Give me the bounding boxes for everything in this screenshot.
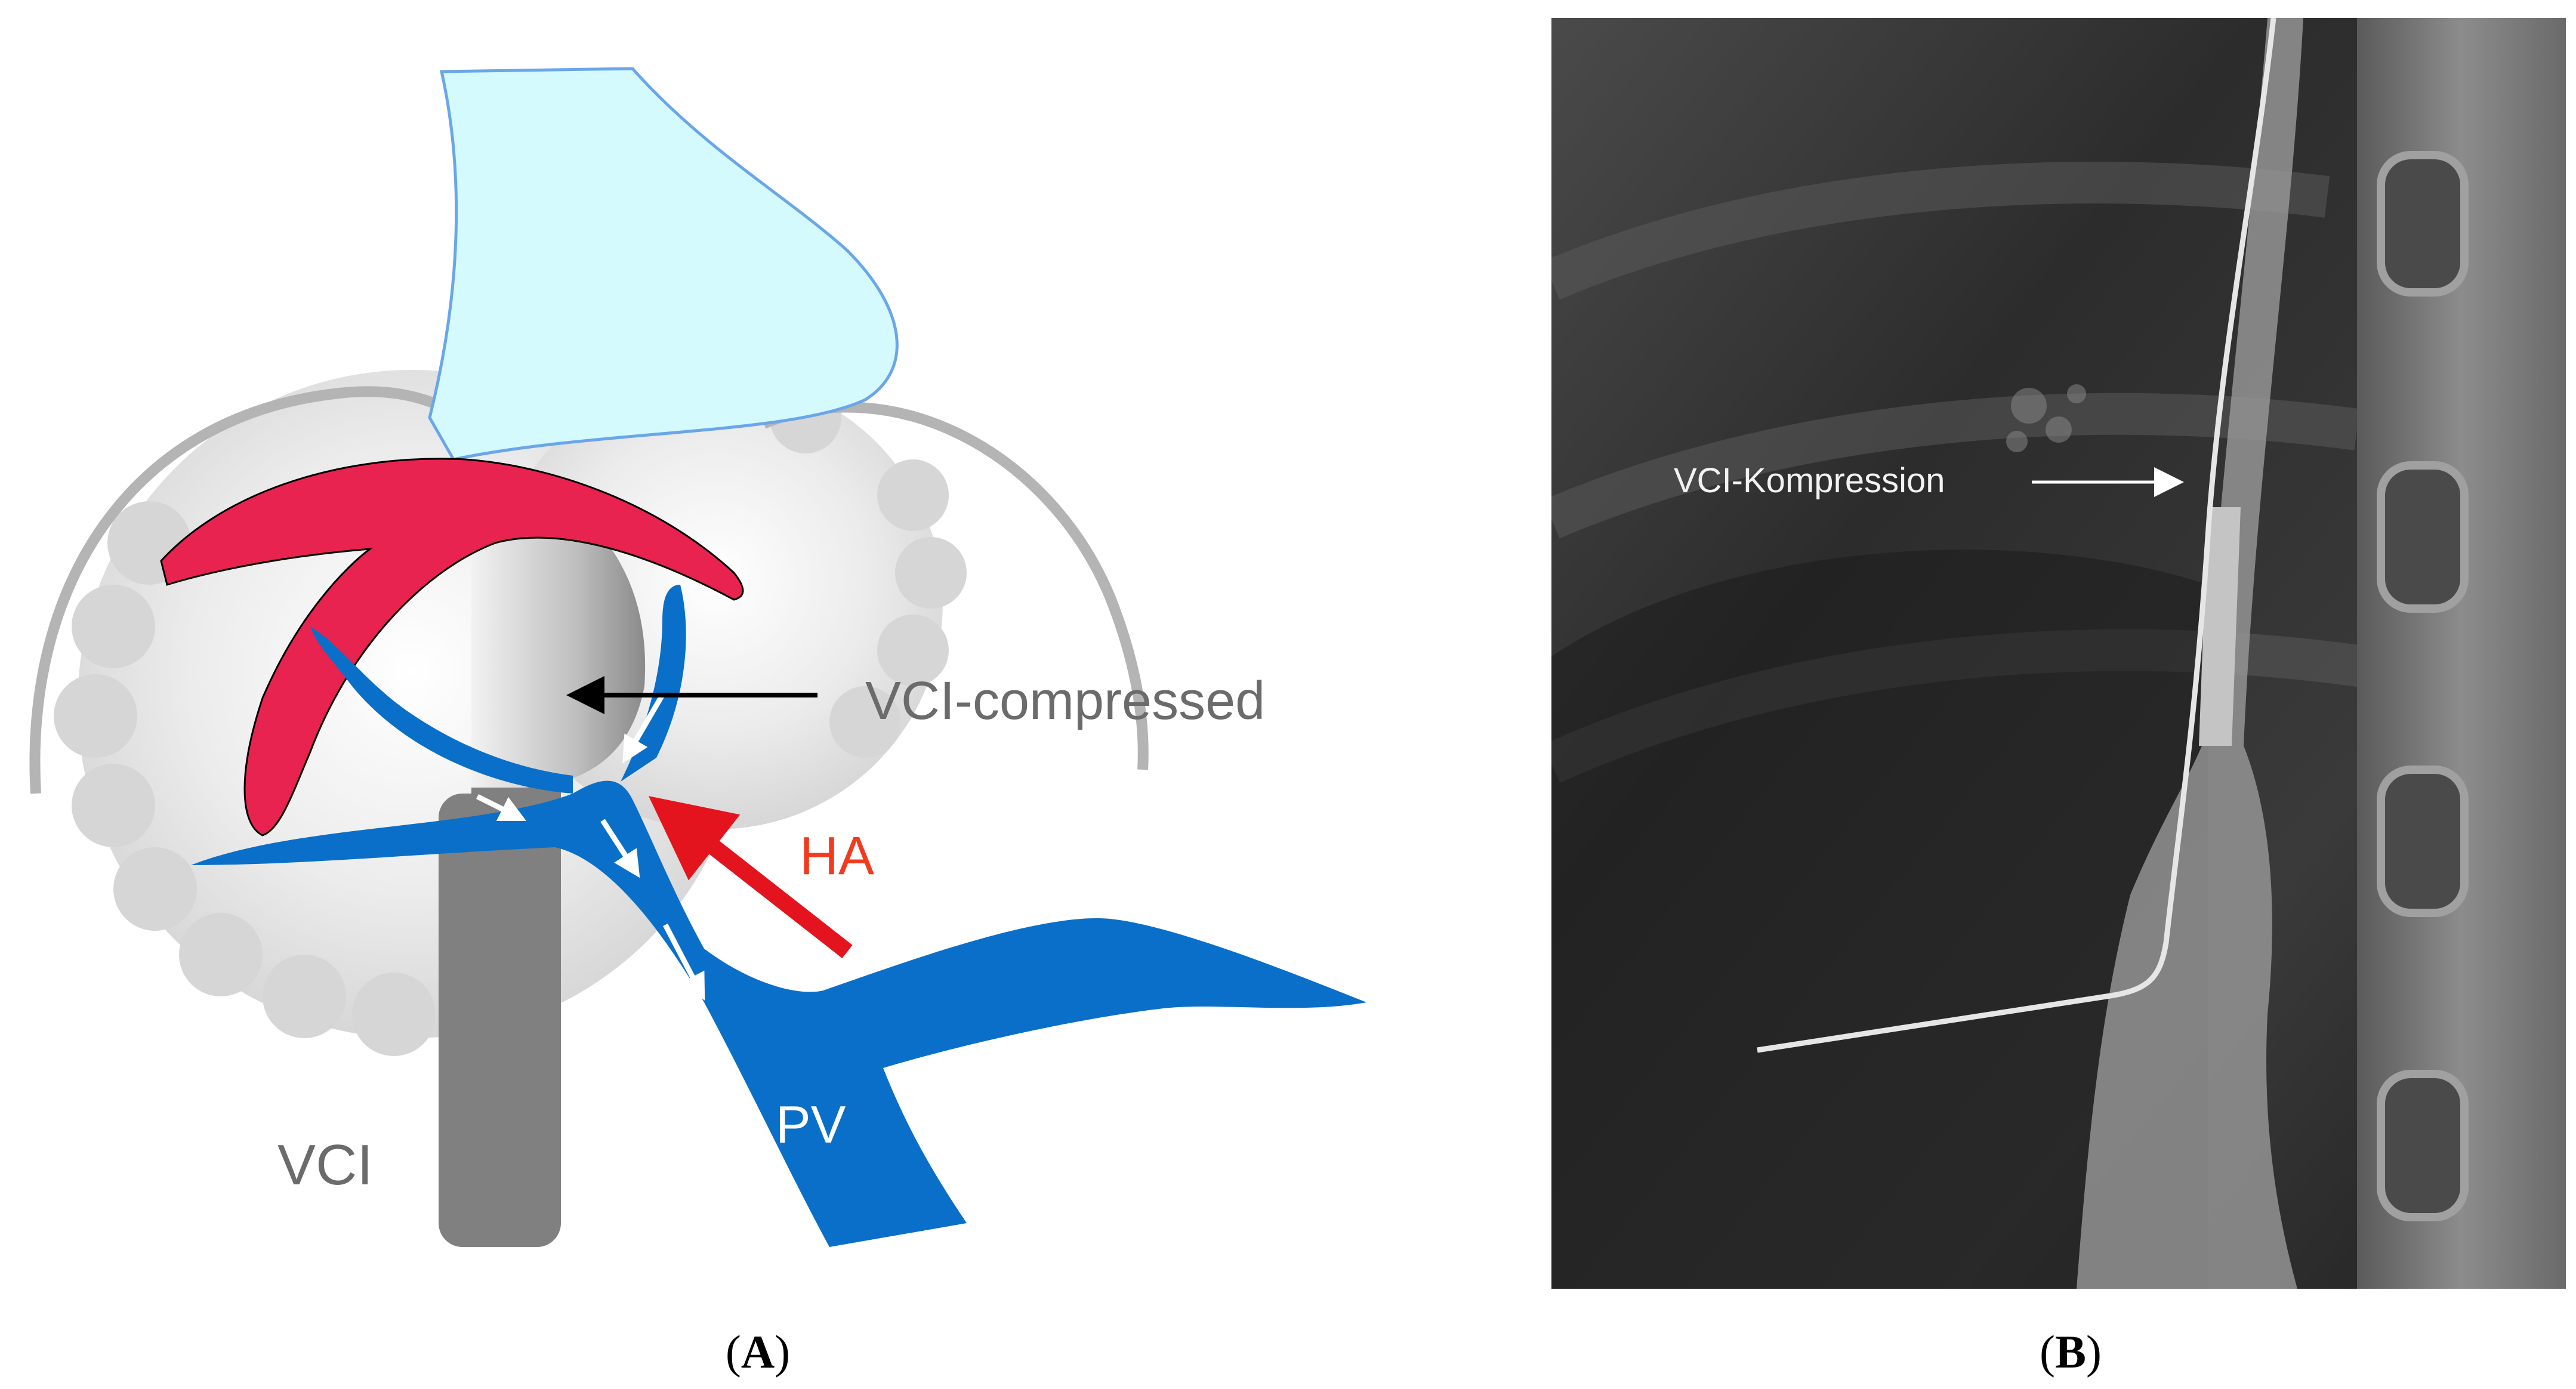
ivc-contrast-column	[2077, 18, 2303, 1289]
spine	[2357, 18, 2566, 1289]
diaphragm-right-arc	[761, 402, 1149, 770]
portal-vein-shape	[191, 585, 1366, 1247]
label-pv: PV	[776, 1095, 846, 1154]
panel-a-schematic: VCI-compressed HA PV VCI	[29, 67, 1366, 1247]
bowel-gas-speckles	[2006, 384, 2086, 452]
ha-arrow	[648, 796, 853, 959]
panel-b-xray: VCI-Kompression	[1551, 18, 2566, 1289]
liver-soft-tissue	[1551, 550, 2208, 1289]
label-vci: VCI	[277, 1133, 373, 1197]
caption-a: (A)	[726, 1326, 790, 1378]
catheter-wire	[1757, 18, 2276, 1053]
flow-arrows	[476, 693, 705, 1001]
caption-b: (B)	[2040, 1326, 2102, 1378]
label-ha: HA	[800, 826, 874, 886]
hepatic-artery-shape	[160, 458, 744, 837]
ivc-compression-narrowing	[2199, 507, 2241, 746]
diaphragm-left-arc	[29, 386, 456, 794]
label-vci-compressed: VCI-compressed	[865, 671, 1265, 731]
stomach-shape	[428, 67, 899, 461]
label-vci-kompression: VCI-Kompression	[1674, 461, 1945, 500]
